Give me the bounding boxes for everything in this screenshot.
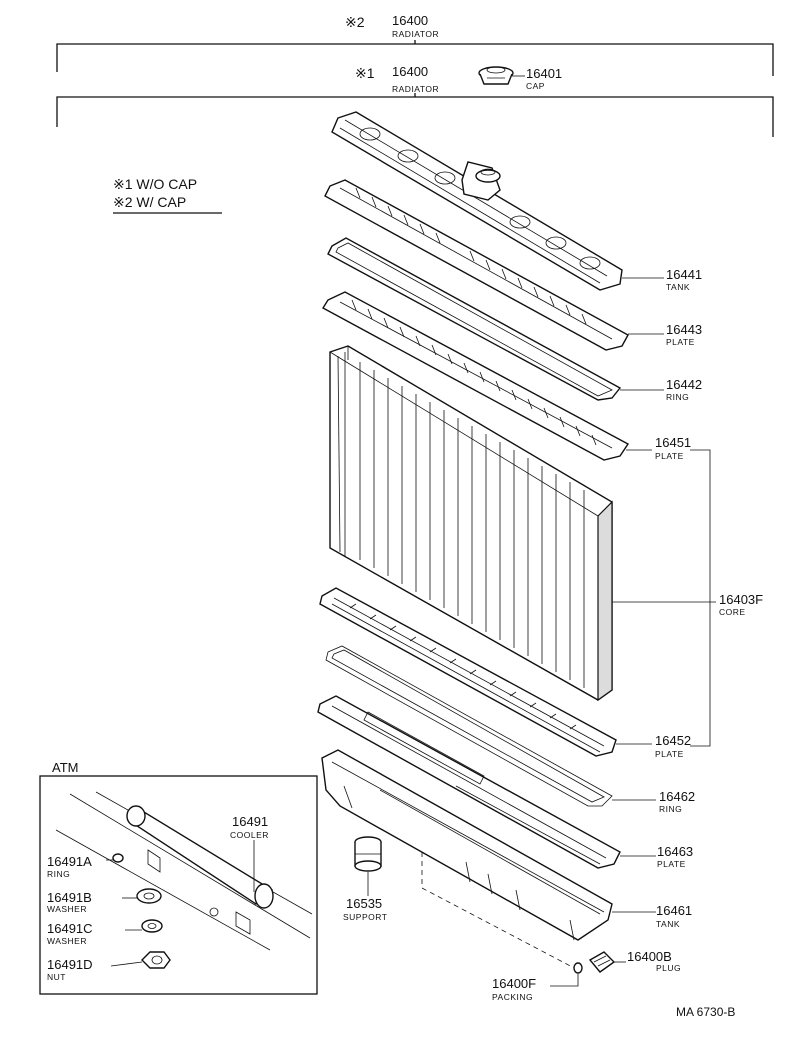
assembly-bracket-outer: ※2 16400 RADIATOR <box>56 13 774 76</box>
lower-tank-name: TANK <box>656 919 680 929</box>
packing-icon <box>573 962 583 974</box>
radiator-cap-icon <box>478 66 514 85</box>
atm-cooler-name: COOLER <box>230 830 269 840</box>
lower-ring-number: 16462 <box>659 789 695 804</box>
cap-name: CAP <box>526 81 545 91</box>
drain-plug-icon <box>588 951 616 973</box>
oil-cooler-drawing <box>126 805 274 935</box>
core-plate-bottom-name: PLATE <box>655 749 684 759</box>
atm-washer-c-number: 16491C <box>47 921 93 936</box>
drain-plug-name: PLUG <box>656 963 681 973</box>
core-plate-bottom-drawing <box>319 587 617 757</box>
core-plate-top-name: PLATE <box>655 451 684 461</box>
upper-ring-drawing <box>327 237 622 401</box>
lower-tank-drawing <box>321 749 613 941</box>
assembly-outer-number: 16400 <box>392 13 428 28</box>
radiator-core-drawing <box>329 345 613 702</box>
upper-plate-drawing <box>324 179 629 351</box>
legend-line-2: ※2 W/ CAP <box>113 194 186 210</box>
support-number: 16535 <box>346 896 382 911</box>
assembly-bracket-inner: ※1 16400 RADIATOR <box>56 64 774 137</box>
legend: ※1 W/O CAP ※2 W/ CAP <box>113 176 222 214</box>
drain-plug-number: 16400B <box>627 949 672 964</box>
atm-inset: ATM 16491 COOLER 16491A RING 16491B WASH… <box>39 760 318 995</box>
cap-number: 16401 <box>526 66 562 81</box>
core-name: CORE <box>719 607 746 617</box>
upper-plate-number: 16443 <box>666 322 702 337</box>
atm-ring-icon <box>112 853 124 863</box>
support-name: SUPPORT <box>343 912 387 922</box>
core-plate-top-drawing <box>322 291 630 461</box>
atm-washer-b-icon <box>136 888 162 904</box>
atm-washer-b-number: 16491B <box>47 890 92 905</box>
packing-number: 16400F <box>492 976 536 991</box>
lower-plate-name: PLATE <box>657 859 686 869</box>
legend-line-1: ※1 W/O CAP <box>113 176 197 192</box>
atm-nut-name: NUT <box>47 972 66 982</box>
lower-tank-number: 16461 <box>656 903 692 918</box>
assembly-outer-mark: ※2 <box>345 14 365 30</box>
atm-cooler-number: 16491 <box>232 814 268 829</box>
assembly-inner-name: RADIATOR <box>392 84 439 94</box>
upper-tank-drawing <box>331 111 623 291</box>
support-icon <box>354 836 382 872</box>
upper-tank-number: 16441 <box>666 267 702 282</box>
lower-ring-drawing <box>325 645 613 807</box>
core-plate-top-number: 16451 <box>655 435 691 450</box>
packing-name: PACKING <box>492 992 533 1002</box>
atm-ring-name: RING <box>47 869 70 879</box>
upper-ring-name: RING <box>666 392 689 402</box>
atm-washer-c-name: WASHER <box>47 936 87 946</box>
lower-plate-number: 16463 <box>657 844 693 859</box>
assembly-inner-mark: ※1 <box>355 65 375 81</box>
core-number: 16403F <box>719 592 763 607</box>
lower-ring-name: RING <box>659 804 682 814</box>
atm-title: ATM <box>52 760 78 775</box>
upper-ring-number: 16442 <box>666 377 702 392</box>
upper-plate-name: PLATE <box>666 337 695 347</box>
upper-tank-name: TANK <box>666 282 690 292</box>
core-plate-bottom-number: 16452 <box>655 733 691 748</box>
drawing-code: MA 6730-B <box>676 1005 735 1019</box>
assembly-inner-number: 16400 <box>392 64 428 79</box>
atm-nut-icon <box>141 951 171 969</box>
atm-washer-b-name: WASHER <box>47 904 87 914</box>
assembly-outer-name: RADIATOR <box>392 29 439 39</box>
lower-plate-drawing <box>317 695 621 869</box>
atm-washer-c-icon <box>141 919 163 933</box>
atm-ring-number: 16491A <box>47 854 92 869</box>
atm-nut-number: 16491D <box>47 957 93 972</box>
